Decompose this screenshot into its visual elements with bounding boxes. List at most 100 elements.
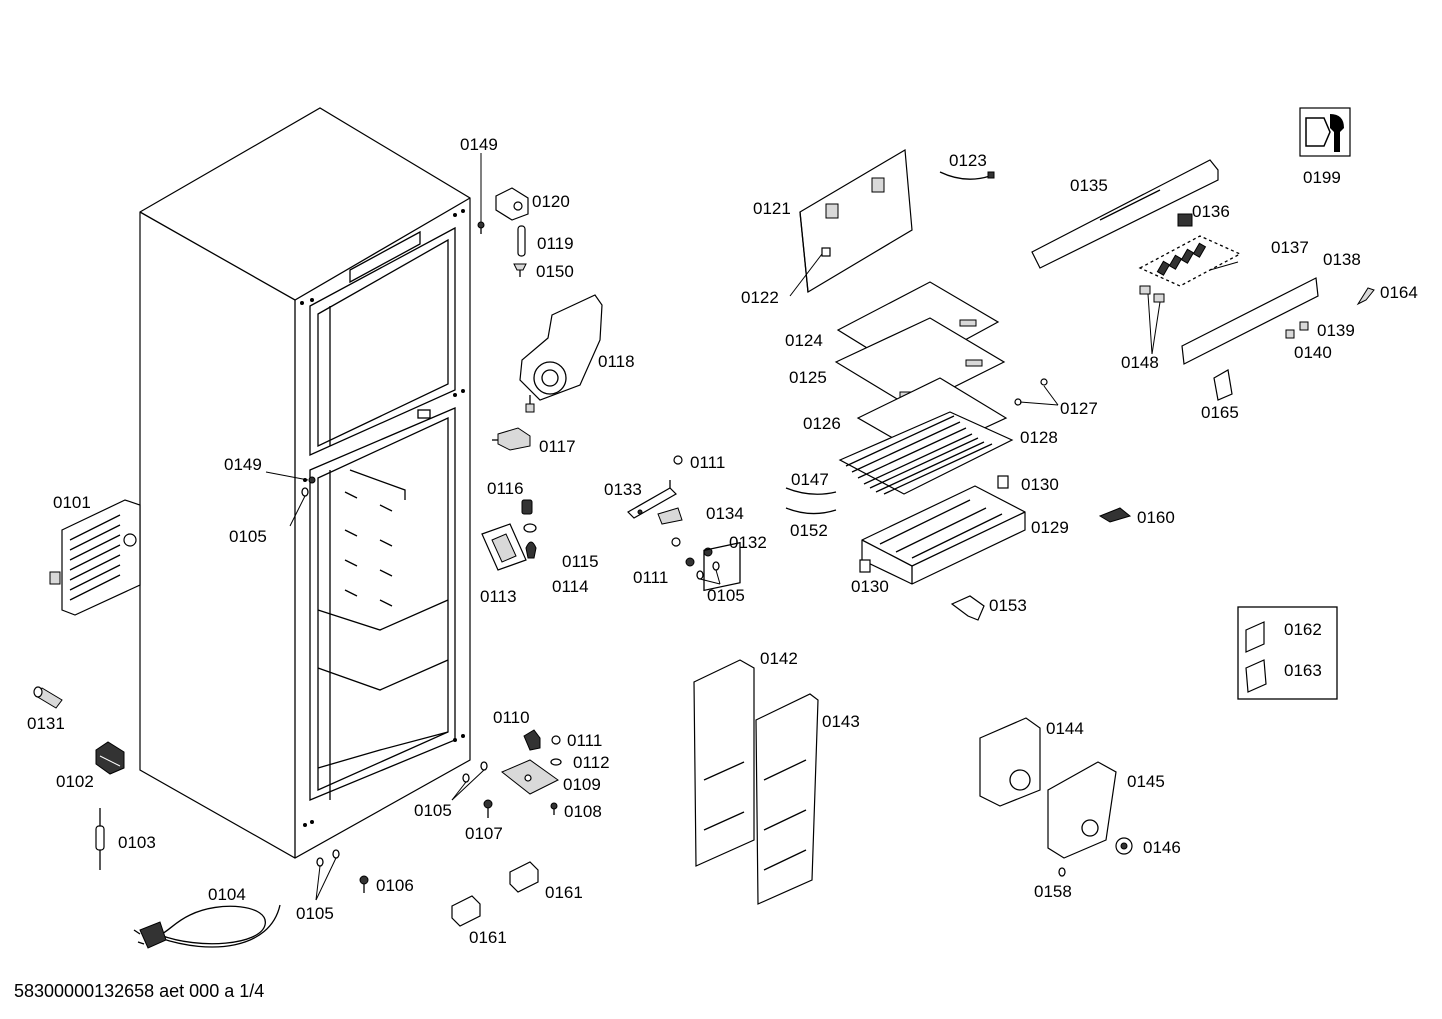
part-0104-power-cord[interactable] [133, 904, 281, 949]
part-0161-bracket-b[interactable] [509, 861, 539, 893]
label-0124: 0124 [785, 331, 823, 350]
part-0108-screw[interactable] [550, 802, 558, 815]
document-footer-code: 58300000132658 aet 000 a 1/4 [14, 981, 265, 1001]
label-0140: 0140 [1294, 343, 1332, 362]
part-0101-compressor-cover[interactable] [49, 499, 141, 616]
part-0116-lamp-socket[interactable] [521, 499, 533, 515]
part-0111-screw-c[interactable] [551, 735, 561, 745]
loose-parts-box [1237, 606, 1338, 700]
part-0150-screw[interactable] [513, 263, 527, 277]
part-0133-bracket[interactable] [627, 480, 677, 519]
part-0127-fasteners[interactable] [1014, 378, 1048, 406]
part-labels: 0149 0120 0119 0150 0118 0117 0149 0105 … [27, 135, 1418, 947]
part-0144-housing[interactable] [979, 717, 1041, 807]
part-0164-clip[interactable] [1356, 287, 1375, 306]
label-0104: 0104 [208, 885, 246, 904]
part-0117-thermostat[interactable] [492, 427, 531, 451]
part-0149-screw-left[interactable] [308, 476, 316, 484]
label-0122: 0122 [741, 288, 779, 307]
part-0161-bracket-a[interactable] [451, 895, 481, 927]
part-0119-pin[interactable] [517, 225, 526, 257]
label-0160: 0160 [1137, 508, 1175, 527]
part-0123-wire[interactable] [939, 171, 995, 180]
label-0147: 0147 [791, 470, 829, 489]
part-0134-latch[interactable] [657, 507, 683, 525]
part-0152-wire[interactable] [785, 507, 837, 515]
label-0126: 0126 [803, 414, 841, 433]
part-0143-door-panel[interactable] [755, 693, 819, 905]
label-0131: 0131 [27, 714, 65, 733]
part-0113-lamp-cover[interactable] [481, 523, 527, 571]
part-0112-washer[interactable] [550, 758, 562, 766]
label-0129: 0129 [1031, 518, 1069, 537]
label-0101: 0101 [53, 493, 91, 512]
label-0161: 0161 [545, 883, 583, 902]
part-0130-clip-b[interactable] [859, 559, 871, 573]
part-0138-trim-strip[interactable] [1181, 277, 1319, 365]
part-0109-hinge-plate[interactable] [501, 759, 559, 795]
part-0131-tube-fitting[interactable] [33, 686, 63, 709]
part-0120-hinge[interactable] [495, 187, 529, 221]
part-0158-washer[interactable] [1058, 867, 1066, 877]
label-0115: 0115 [562, 552, 599, 571]
part-0111-screw-b[interactable] [671, 537, 681, 547]
label-0142: 0142 [760, 649, 798, 668]
label-0163: 0163 [1284, 661, 1322, 680]
label-0149: 0149 [224, 455, 262, 474]
part-0139-part[interactable] [1299, 321, 1309, 331]
part-0160-heater-sensor[interactable] [1098, 507, 1132, 523]
label-0199: 0199 [1303, 168, 1341, 187]
label-0111: 0111 [633, 568, 668, 587]
part-0136-switch[interactable] [1177, 213, 1193, 227]
label-0130: 0130 [851, 577, 889, 596]
part-0132-screws[interactable] [685, 547, 720, 580]
part-0145-module[interactable] [1047, 761, 1117, 859]
part-0162-label[interactable] [1245, 621, 1265, 653]
nut-and-wrench-icon [1299, 107, 1351, 157]
label-0153: 0153 [989, 596, 1027, 615]
label-0116: 0116 [487, 479, 524, 498]
part-0140-part[interactable] [1285, 329, 1295, 339]
part-0135-control-panel[interactable] [1031, 159, 1219, 269]
part-0129-drip-tray[interactable] [861, 485, 1026, 585]
label-0128: 0128 [1020, 428, 1058, 447]
part-0146-knob[interactable] [1115, 837, 1133, 855]
part-0115-ring[interactable] [523, 523, 537, 533]
label-0118: 0118 [598, 352, 635, 371]
label-0143: 0143 [822, 712, 860, 731]
part-0137-buttons[interactable] [1138, 235, 1242, 287]
label-0103: 0103 [118, 833, 156, 852]
label-0121: 0121 [753, 199, 791, 218]
label-0150: 0150 [536, 262, 574, 281]
part-0107-screw[interactable] [483, 799, 493, 818]
part-0165-cover[interactable] [1213, 369, 1233, 401]
part-0122-sensor[interactable] [821, 247, 831, 257]
label-0133: 0133 [604, 480, 642, 499]
part-0106-screw[interactable] [359, 875, 369, 893]
label-0136: 0136 [1192, 202, 1230, 221]
part-0103-filter-drier[interactable] [95, 808, 105, 870]
part-0130-clip-a[interactable] [997, 475, 1009, 489]
part-0102-clip[interactable] [95, 741, 125, 775]
part-0111-screw-a[interactable] [673, 455, 683, 465]
label-0105: 0105 [296, 904, 334, 923]
part-0147-wire[interactable] [785, 487, 837, 495]
label-0138: 0138 [1323, 250, 1361, 269]
part-0148-knobs[interactable] [1139, 285, 1165, 303]
label-0161: 0161 [469, 928, 507, 947]
label-0158: 0158 [1034, 882, 1072, 901]
part-0110-clip[interactable] [523, 729, 541, 751]
part-0149-screw-top[interactable] [477, 221, 485, 234]
part-0118-fan-duct[interactable] [519, 294, 603, 413]
part-0114-bulb[interactable] [525, 541, 537, 559]
part-0142-door-frame[interactable] [693, 541, 755, 867]
label-0114: 0114 [552, 577, 589, 596]
part-0153-drain-spout[interactable] [950, 595, 985, 621]
part-0121-rear-panel[interactable] [799, 148, 913, 293]
label-0149: 0149 [460, 135, 498, 154]
refrigerator-cabinet [139, 107, 471, 859]
label-0109: 0109 [563, 775, 601, 794]
part-0163-label[interactable] [1245, 659, 1267, 693]
part-0128-evaporator[interactable] [838, 411, 1014, 495]
